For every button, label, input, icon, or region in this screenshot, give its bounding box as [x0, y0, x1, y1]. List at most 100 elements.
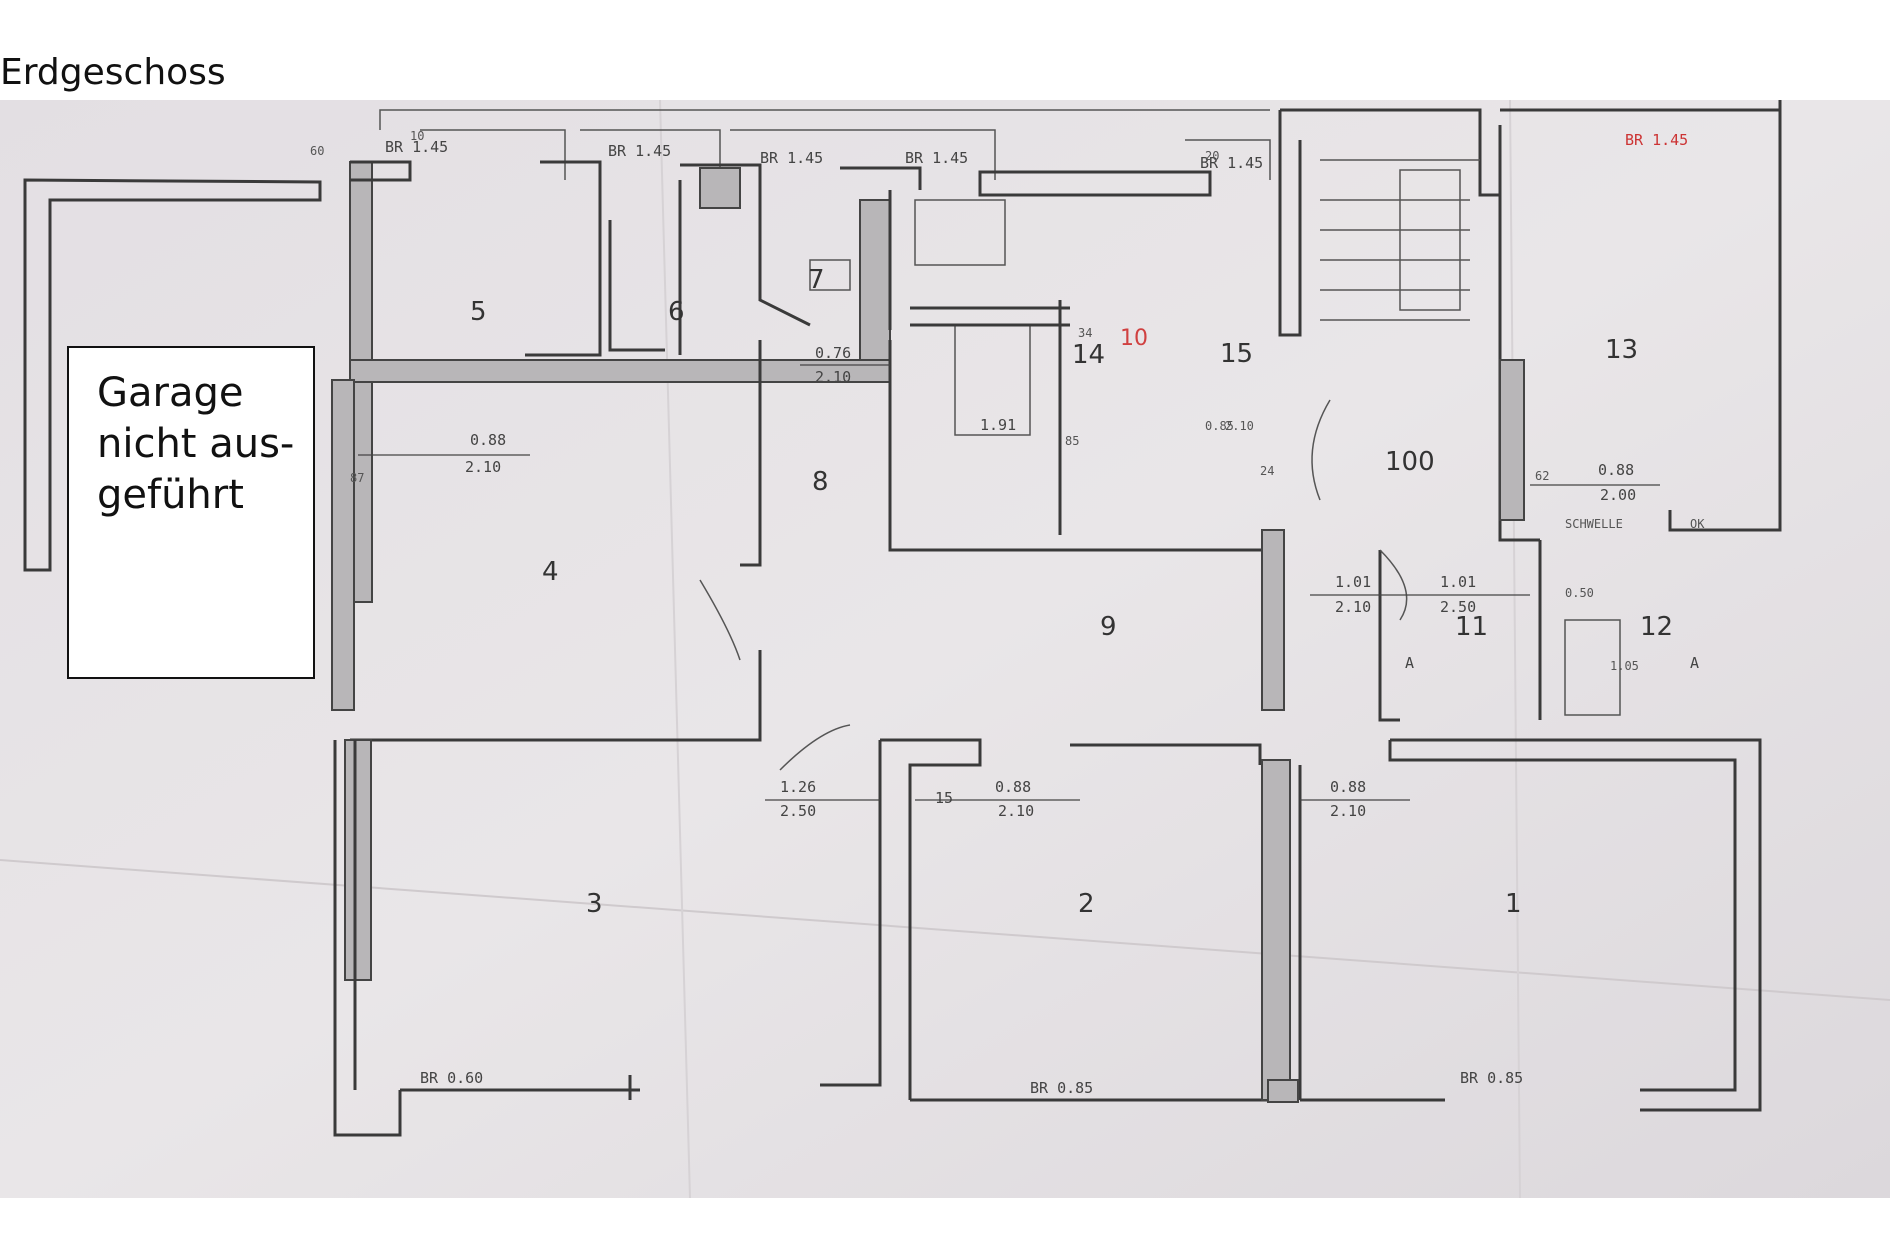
dimension-label: 1.05: [1610, 659, 1639, 673]
dimension-label: 85: [1065, 434, 1079, 448]
dimension-label: BR 1.45: [760, 149, 823, 167]
paper-fold: [659, 100, 691, 1198]
threshold-label: SCHWELLE: [1565, 517, 1623, 531]
corridor-wall-8: [349, 359, 891, 383]
dimension-label: 1.91: [980, 416, 1016, 434]
room-number-1: 1: [1505, 889, 1522, 919]
wall: [978, 170, 1212, 197]
room-2-wall: [880, 738, 982, 1100]
room-number-11: 11: [1455, 612, 1488, 642]
dimension-label: 2.10: [998, 802, 1034, 820]
window-wall: [400, 1075, 640, 1100]
dimension-label: 2.50: [1440, 598, 1476, 616]
fixture: [914, 199, 1006, 266]
fixture-12: [1564, 619, 1621, 716]
window-frame: [730, 129, 996, 180]
dimension-label: 24: [1260, 464, 1274, 478]
hatched-wall: [1499, 359, 1525, 521]
stair-steps: [1320, 199, 1470, 321]
paper-background: [0, 100, 1890, 1198]
room-number-8: 8: [812, 467, 829, 497]
garage-note-line: nicht aus-: [97, 421, 295, 467]
top-outline: [379, 109, 1270, 130]
room-number-2: 2: [1078, 889, 1095, 919]
dimension-label: 0.88: [470, 431, 506, 449]
page-title: Erdgeschoss: [0, 52, 226, 93]
dimension-label: 20: [1205, 149, 1219, 163]
room-2-wall: [820, 740, 882, 1087]
wall: [350, 650, 762, 742]
garage-note: Garage nicht aus- geführt: [97, 368, 294, 521]
section-marker-a: A: [1405, 654, 1414, 672]
dimension-label: 62: [1535, 469, 1549, 483]
wall: [350, 160, 412, 182]
dimension-label: 0.50: [1565, 586, 1594, 600]
room-number-12: 12: [1640, 612, 1673, 642]
shaft-7: [809, 259, 851, 291]
dimension-label: BR 0.60: [420, 1069, 483, 1087]
dimension-label: 1.26: [780, 778, 816, 796]
paper-fold: [1509, 100, 1521, 1198]
dimension-label: 0.76: [815, 344, 851, 362]
wall: [525, 180, 602, 357]
floor-plan: 5 6 7 8 4 9 10 14 15 100 13 11 12 3 2 1 …: [0, 100, 1890, 1198]
hatched-wall: [344, 739, 372, 981]
hatched-wall: [1267, 1079, 1299, 1103]
door-swing: [779, 724, 851, 771]
room-number-14: 14: [1072, 340, 1105, 370]
dimension-label: 1.01: [1440, 573, 1476, 591]
wall: [840, 166, 922, 190]
door-swing: [1311, 399, 1331, 501]
hatched-wall: [1261, 529, 1285, 711]
dimension-label: 15: [935, 789, 953, 807]
dimension-label: 87: [350, 471, 364, 485]
threshold-label: OK: [1690, 517, 1705, 531]
hatched-wall: [859, 199, 891, 371]
garage-wall: [23, 178, 322, 572]
wall: [888, 340, 1270, 552]
stair-wall: [1280, 108, 1500, 197]
garage-note-box: Garage nicht aus- geführt: [67, 346, 315, 679]
stair-wall: [1278, 110, 1302, 337]
hatched-wall: [331, 379, 355, 711]
room-number-6: 6: [668, 297, 685, 327]
dimension-label: BR 0.85: [1460, 1069, 1523, 1087]
dimension-label: 2.10: [465, 458, 501, 476]
room-number-4: 4: [542, 557, 559, 587]
dimension-label: BR 1.45: [905, 149, 968, 167]
dimension-label: BR 1.45: [385, 138, 448, 156]
room-number-5: 5: [470, 297, 487, 327]
wall: [758, 168, 811, 327]
dimension-label: 1.01: [1335, 573, 1371, 591]
room-number-10: 10: [1120, 326, 1148, 351]
section-marker-a: A: [1690, 654, 1699, 672]
dimension-label: 2.10: [1330, 802, 1366, 820]
door-swing: [1379, 549, 1408, 621]
room-3-wall: [333, 740, 402, 1137]
dimension-label: 2.10: [815, 368, 851, 386]
dimension-label: 2.50: [780, 802, 816, 820]
room-1-wall: [1390, 738, 1762, 1112]
dimension-label: BR 1.45: [1200, 154, 1263, 172]
garage-note-line: Garage: [97, 370, 244, 416]
wall: [608, 220, 665, 352]
wall: [1378, 550, 1400, 722]
dimension-label: 34: [1078, 326, 1092, 340]
door-swing: [699, 579, 741, 661]
dimension-label: 60: [310, 144, 324, 158]
paper-fold: [0, 859, 1890, 1001]
dimension-label: BR 0.85: [1030, 1079, 1093, 1097]
garage-note-line: geführt: [97, 472, 244, 518]
dimension-label: 2.10: [1225, 419, 1254, 433]
dimension-label: 2.10: [1335, 598, 1371, 616]
dimension-label: 0.88: [1330, 778, 1366, 796]
dimension-label: 0.85: [1205, 419, 1234, 433]
room-number-9: 9: [1100, 612, 1117, 642]
room-number-13: 13: [1605, 335, 1638, 365]
dimension-label-red: BR 1.45: [1625, 131, 1688, 149]
room-number-100: 100: [1385, 447, 1435, 477]
room-13-wall: [1500, 108, 1782, 532]
dimension-label: 10: [410, 129, 424, 143]
room-number-3: 3: [586, 889, 603, 919]
dimension-label: 0.88: [995, 778, 1031, 796]
